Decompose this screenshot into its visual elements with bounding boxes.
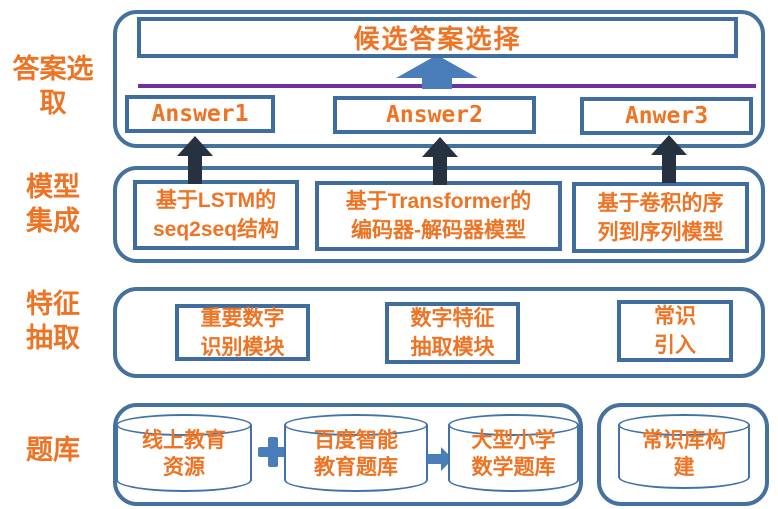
number-feature-extraction-box: 数字特征 抽取模块: [385, 302, 520, 364]
arrow-head: [651, 135, 687, 155]
online-education-resources-database: 线上教育 资源: [116, 414, 252, 492]
lstm-seq2seq-model-box: 基于LSTM的 seq2seq结构: [133, 180, 299, 250]
database-label: 百度智能 教育题库: [314, 429, 398, 479]
connector-up-arrow-icon: [177, 136, 213, 184]
common-sense-bank-database: 常识库构 建: [618, 414, 750, 489]
answer1-box: Answer1: [125, 95, 275, 133]
database-label: 常识库构 建: [642, 429, 726, 479]
database-label: 大型小学 数学题库: [471, 429, 556, 479]
arrow-stem: [422, 78, 452, 89]
cylinder-top: [116, 414, 252, 436]
connector-up-arrow-icon: [651, 135, 687, 183]
arrow-head: [177, 136, 213, 156]
answer2-box: Answer2: [333, 96, 536, 134]
important-number-recognition-box: 重要数字 识别模块: [175, 304, 310, 361]
primary-school-math-database: 大型小学 数学题库: [448, 414, 579, 492]
cylinder-body: [284, 425, 428, 492]
transformer-encoder-decoder-model-box: 基于Transformer的 编码器-解码器模型: [315, 181, 562, 251]
arrow-stem: [433, 157, 447, 185]
cylinder-top: [284, 414, 428, 436]
selection-up-arrow-icon: [396, 55, 478, 89]
arrow-stem: [188, 156, 202, 184]
baidu-smart-education-database: 百度智能 教育题库: [284, 414, 428, 492]
candidate-answer-selection-box: 候选答案选择: [137, 17, 738, 58]
database-label: 线上教育 资源: [142, 429, 226, 479]
section-label-answer-selection: 答案选 取: [12, 54, 94, 118]
arrow-head: [396, 55, 478, 78]
cylinder-body: [448, 425, 579, 492]
cylinder-top: [618, 414, 750, 436]
answer3-box: Anwer3: [580, 97, 753, 135]
connector-up-arrow-icon: [422, 137, 458, 185]
convolutional-seq2seq-model-box: 基于卷积的序 列到序列模型: [572, 182, 749, 253]
arrow-stem: [427, 454, 441, 464]
section-label-model-ensemble: 模型 集成: [26, 172, 80, 236]
arrow-head: [422, 137, 458, 157]
arrow-stem: [662, 155, 676, 183]
plus-icon: [258, 437, 288, 467]
section-label-feature-extraction: 特征 抽取: [26, 289, 80, 353]
section-label-question-bank: 题库: [26, 435, 80, 465]
cylinder-body: [116, 425, 252, 492]
cylinder-top: [448, 414, 579, 436]
common-sense-introduction-box: 常识 引入: [617, 300, 733, 362]
